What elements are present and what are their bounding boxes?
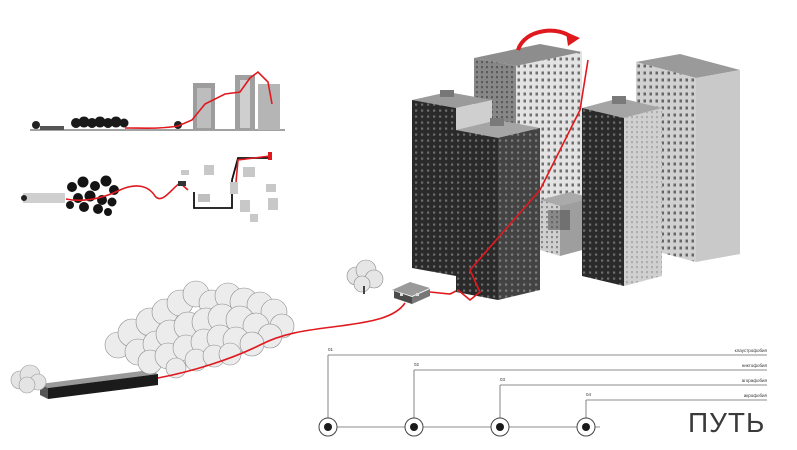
stage-04-num: 04: [586, 392, 592, 397]
towers-path-red: [457, 59, 589, 302]
page-title: ПУТЬ: [688, 407, 766, 438]
house-roof: [392, 282, 430, 296]
stage-03-label: агорафобия: [742, 378, 768, 383]
stage-02-label: никтофобия: [742, 363, 768, 368]
section-tower-3: [258, 84, 280, 130]
house-path-red: [429, 289, 459, 295]
tower-front-center: [456, 118, 540, 300]
plan-block-2: [204, 165, 214, 175]
plan-block-1: [198, 194, 210, 202]
stage-01-num: 01: [328, 347, 334, 352]
stage-04: 04 акрофобия: [576, 392, 768, 437]
single-tree: [346, 259, 384, 293]
plan-building: [23, 193, 65, 203]
plan-block-6: [266, 184, 276, 192]
plan-block-8: [250, 214, 258, 222]
plan-sketch: [21, 152, 278, 222]
plan-block-7: [268, 198, 278, 210]
section-sketch: [30, 70, 285, 131]
forest-trees: [104, 280, 295, 379]
section-path-red: [124, 70, 273, 129]
forest-3d: [10, 280, 406, 399]
tower-front-right: [582, 96, 662, 286]
plan-block-4: [243, 167, 255, 177]
house-wall-left: [394, 291, 412, 304]
house-wall-right: [412, 289, 430, 304]
towers-group: [412, 28, 740, 302]
plan-block-5: [240, 200, 250, 212]
plan-block-3: [230, 182, 238, 194]
stage-03: 03 агорафобия: [490, 377, 768, 437]
section-building-small: [40, 126, 64, 130]
stage-03-num: 03: [500, 377, 506, 382]
tree-icon: [32, 121, 40, 129]
lone-tree: [10, 364, 47, 394]
stage-04-label: акрофобия: [744, 393, 768, 398]
long-building-roof: [40, 370, 158, 388]
stage-02-num: 02: [414, 362, 420, 367]
section-forest: [71, 116, 129, 128]
plan-path-red: [65, 182, 189, 202]
stages-timeline: 01 клаустрофобия 02 никтофобия 03 агораф…: [318, 347, 768, 437]
forest-path-red: [157, 302, 406, 379]
stage-02: 02 никтофобия: [404, 362, 768, 437]
small-house-group: [346, 259, 459, 304]
stage-01: 01 клаустрофобия: [318, 347, 768, 437]
stage-01-label: клаустрофобия: [735, 348, 768, 353]
plan-forest: [66, 175, 119, 216]
long-building-front: [48, 374, 158, 399]
